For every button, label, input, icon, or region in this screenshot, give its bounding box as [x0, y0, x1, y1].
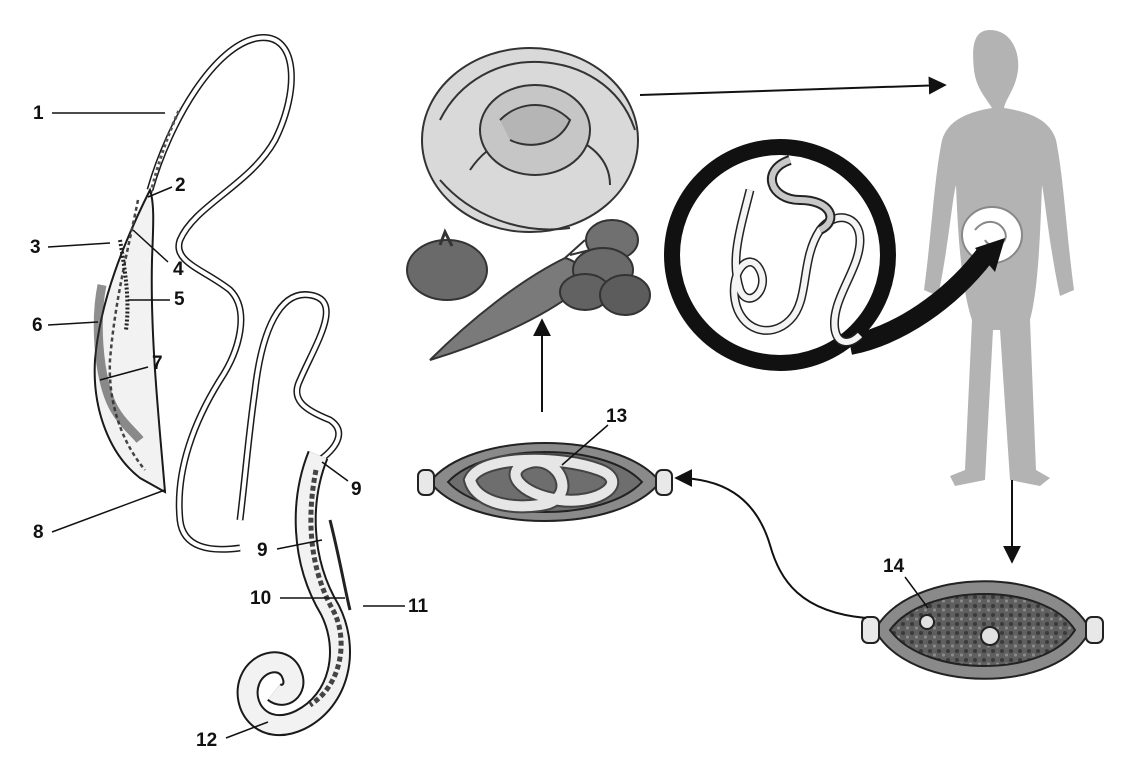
embryonated-egg — [418, 443, 672, 521]
male-whipworm — [240, 295, 350, 726]
label-14: 14 — [883, 557, 904, 576]
label-12: 12 — [196, 731, 217, 750]
label-9b: 9 — [257, 541, 268, 560]
arrow-egg-to-embryo — [676, 478, 866, 618]
label-5: 5 — [174, 290, 185, 309]
potatoes-icon — [560, 220, 650, 315]
label-2: 2 — [175, 176, 186, 195]
cabbage-icon — [422, 48, 638, 232]
label-13: 13 — [606, 407, 627, 426]
fertilized-egg — [862, 581, 1103, 679]
label-3: 3 — [30, 238, 41, 257]
label-4: 4 — [173, 260, 184, 279]
label-9a: 9 — [351, 480, 362, 499]
arrow-food-to-human — [640, 85, 945, 95]
label-10: 10 — [250, 589, 271, 608]
female-anterior-thread — [150, 38, 291, 550]
tomato-icon — [407, 232, 487, 300]
label-1: 1 — [33, 104, 44, 123]
label-11: 11 — [408, 597, 428, 616]
label-7: 7 — [152, 354, 163, 373]
label-8: 8 — [33, 523, 44, 542]
vegetables — [407, 48, 650, 360]
label-6: 6 — [32, 316, 43, 335]
female-whipworm — [95, 38, 292, 550]
